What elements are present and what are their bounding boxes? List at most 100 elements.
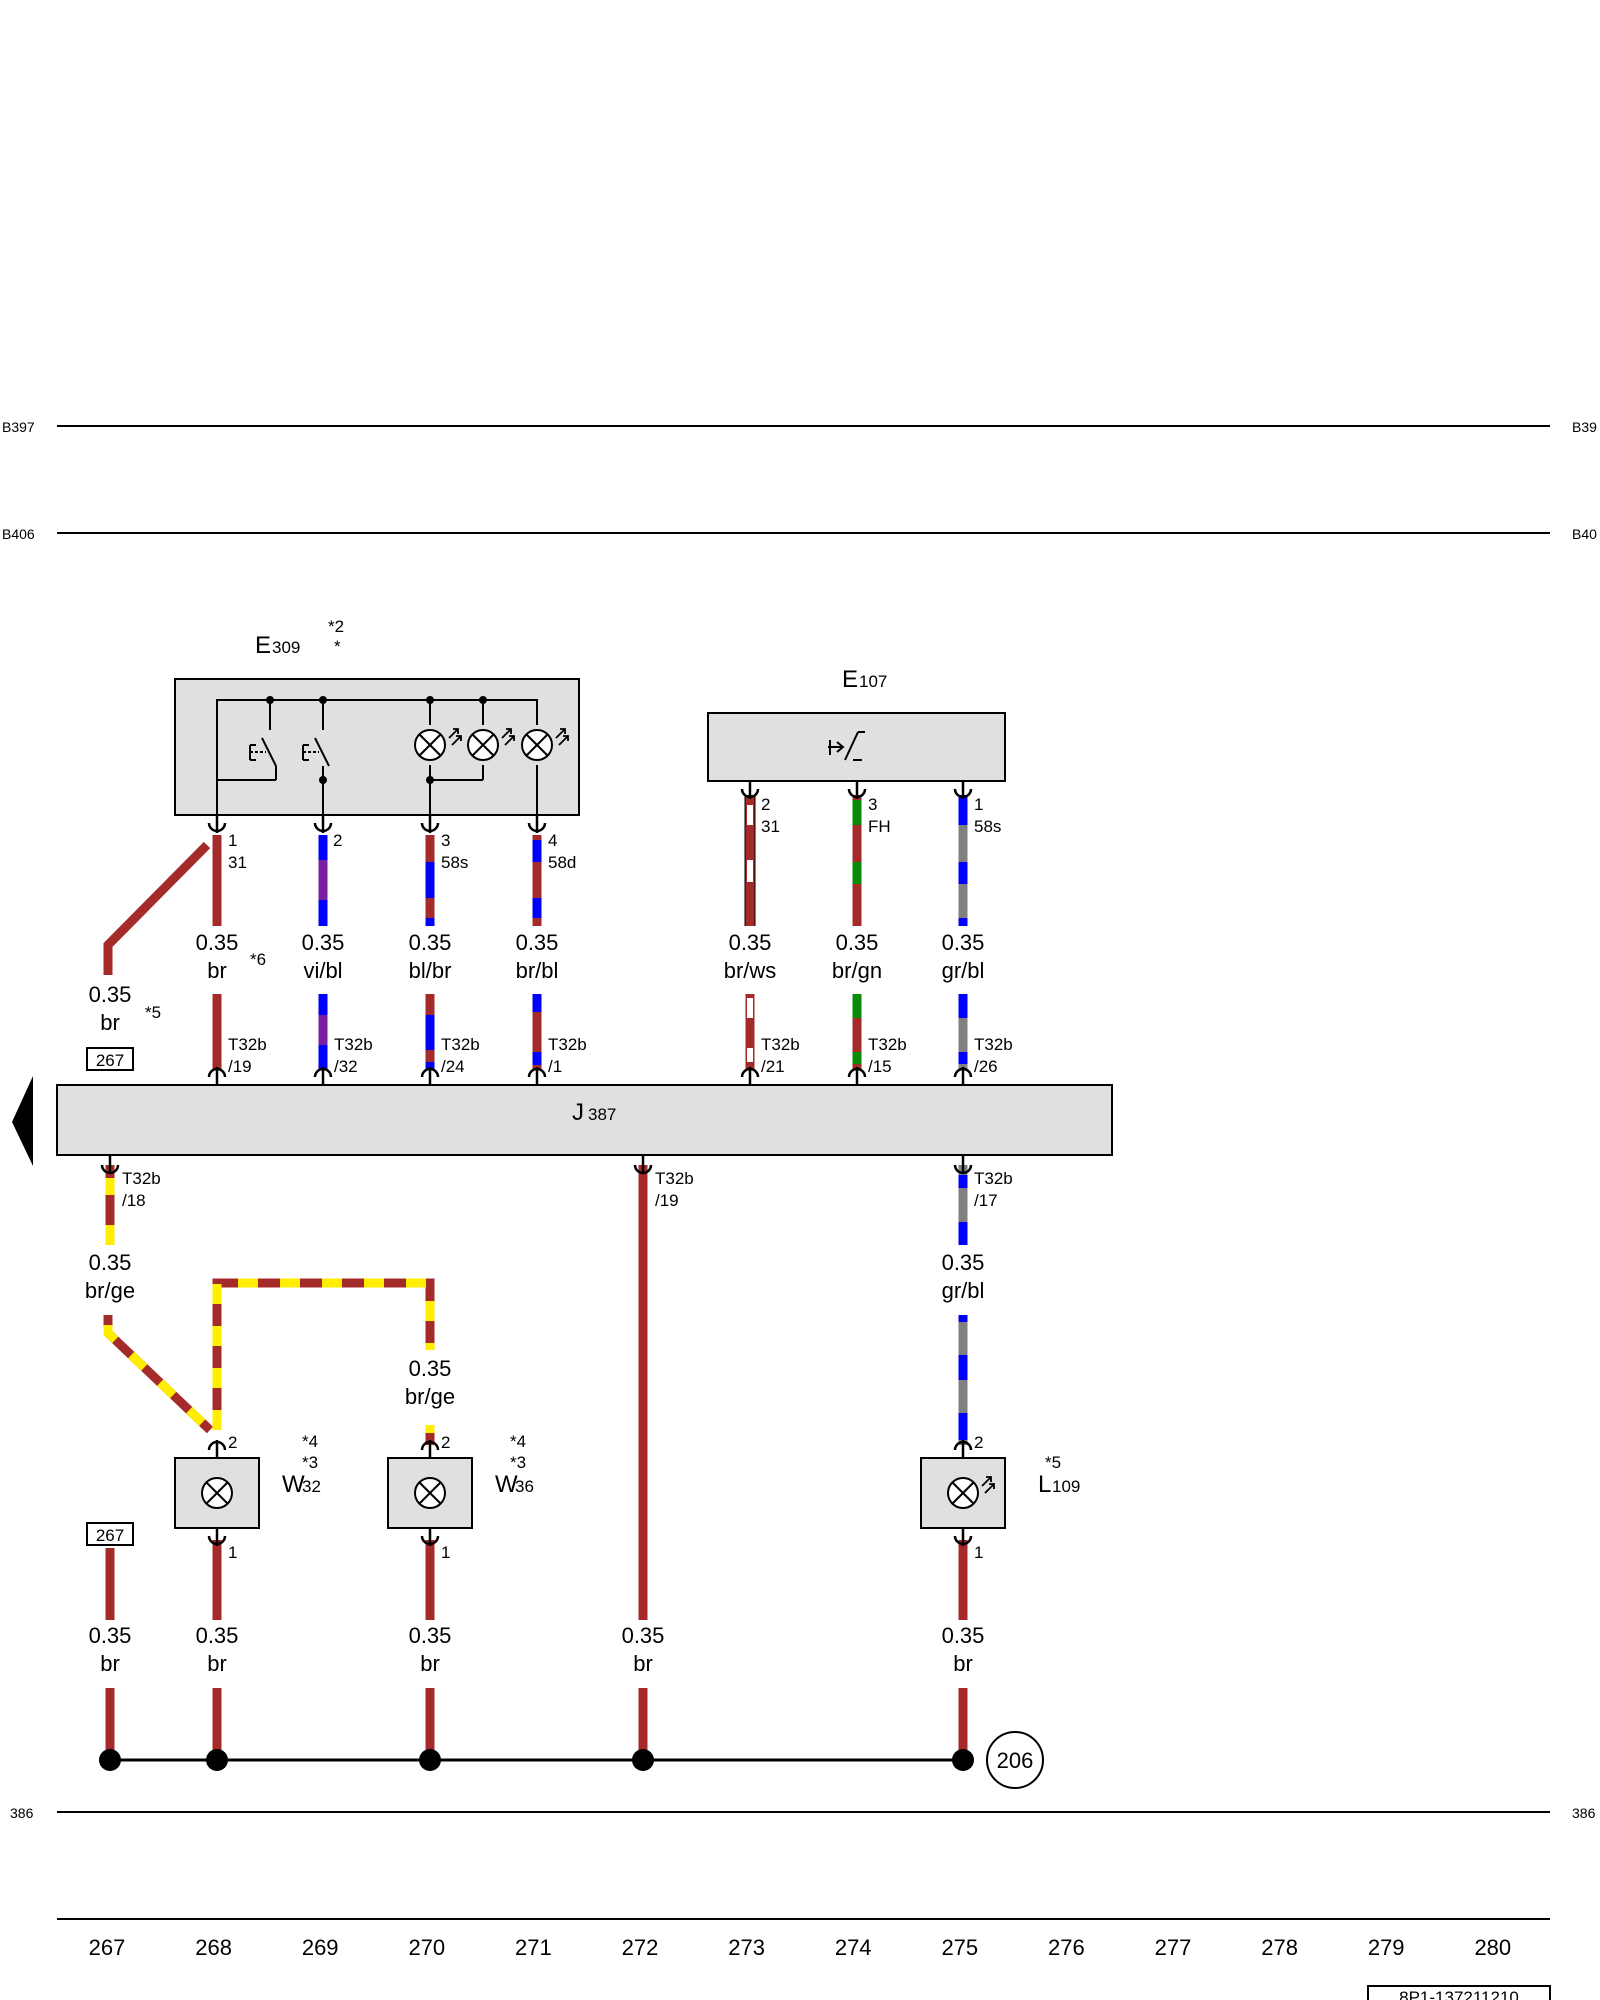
column-number: 277: [1155, 1935, 1192, 1960]
pin-t32b-17-num: /17: [974, 1191, 998, 1210]
pin-t32b-26-num: /26: [974, 1057, 998, 1076]
ground-268-color: br: [207, 1651, 227, 1676]
pin-e309-2: 2: [333, 831, 342, 850]
pin-e107-1: 1: [974, 795, 983, 814]
label-bg: [180, 928, 254, 994]
wire-275-lo-color: gr/bl: [942, 1278, 985, 1303]
column-number: 279: [1368, 1935, 1405, 1960]
column-number: 268: [195, 1935, 232, 1960]
pin-e107-3-name: FH: [868, 817, 891, 836]
label-bg: [72, 976, 146, 1030]
pin-l109-2: 2: [974, 1433, 983, 1452]
wire-267-lo-color: br/ge: [85, 1278, 135, 1303]
pin-e107-2: 2: [761, 795, 770, 814]
lamp-icon: [414, 728, 462, 761]
e309-junction-3: [426, 696, 434, 704]
ref-b397-right: B39: [1572, 419, 1597, 435]
switch-icon: [302, 737, 330, 815]
e309-internal-bus: [216, 699, 538, 815]
wire-275-lo-size: 0.35: [942, 1250, 985, 1275]
ref-b406-right: B40: [1572, 526, 1597, 542]
pin-w36-2: 2: [441, 1433, 450, 1452]
wire-273-color: br/ws: [724, 958, 777, 983]
column-number: 271: [515, 1935, 552, 1960]
wire-267-branch: [103, 841, 211, 975]
ref-box-267-lower[interactable]: [86, 1522, 134, 1546]
ref-box-267-upper[interactable]: [86, 1047, 134, 1071]
heater-switch-icon: [828, 731, 865, 761]
w36-label-sub: 36: [515, 1477, 534, 1496]
lamp-icon: [414, 1477, 446, 1509]
wire-270-lo-color: br/ge: [405, 1384, 455, 1409]
ground-point-circle: [986, 1731, 1044, 1789]
pin-t32b-19-lower: T32b: [655, 1169, 694, 1188]
component-l109: L 109 *5: [920, 1453, 1080, 1529]
pin-e309-4: 4: [548, 831, 557, 850]
wire-269-color: vi/bl: [303, 958, 342, 983]
wire-274-size: 0.35: [836, 930, 879, 955]
column-number: 269: [302, 1935, 339, 1960]
pin-e107-3: 3: [868, 795, 877, 814]
ref-box-267-lower-label: 267: [96, 1526, 124, 1545]
pin-t32b-18: T32b: [122, 1169, 161, 1188]
column-number: 267: [89, 1935, 126, 1960]
lamp-icon: [201, 1477, 233, 1509]
w32-label-sub: 32: [302, 1477, 321, 1496]
pin-t32b-24-num: /24: [441, 1057, 465, 1076]
e309-label-sub: 309: [272, 638, 300, 657]
ground-272-color: br: [633, 1651, 653, 1676]
e309-junction-4: [479, 696, 487, 704]
pin-e309-1-name: 31: [228, 853, 247, 872]
reference-boxes[interactable]: 267 267: [86, 1047, 134, 1546]
reference-lines: B397 B39 B406 B40 386 386: [2, 419, 1597, 1920]
e309-junction-6: [426, 776, 434, 784]
component-e107: E 107: [707, 666, 1006, 782]
j387-box: [56, 1084, 1113, 1156]
pin-t32b-21: T32b: [761, 1035, 800, 1054]
wire-left-size: 0.35: [89, 982, 132, 1007]
pin-e309-3-name: 58s: [441, 853, 468, 872]
ground-272-size: 0.35: [622, 1623, 665, 1648]
column-number: 272: [622, 1935, 659, 1960]
wire-267-lo-size: 0.35: [89, 1250, 132, 1275]
e107-box: [707, 712, 1006, 782]
wire-269-size: 0.35: [302, 930, 345, 955]
lamp-icon: [467, 728, 515, 761]
column-number: 274: [835, 1935, 872, 1960]
pin-e309-1: 1: [228, 831, 237, 850]
pin-t32b-32: T32b: [334, 1035, 373, 1054]
e107-label-main: E: [842, 666, 858, 693]
wire-left-color: br: [100, 1010, 120, 1035]
doc-id-frame: [1367, 1985, 1551, 2000]
e107-label-sub: 107: [859, 672, 887, 691]
column-number: 275: [941, 1935, 978, 1960]
switch-icon: [217, 737, 277, 781]
pin-e107-2-name: 31: [761, 817, 780, 836]
label-bg: [608, 1622, 678, 1686]
wire-270-size: 0.35: [409, 930, 452, 955]
ground-275-size: 0.35: [942, 1623, 985, 1648]
ground-node-267: [99, 1749, 121, 1771]
connector-sockets: [100, 781, 973, 1546]
w32-note-2: *3: [302, 1453, 318, 1472]
pin-l109-1: 1: [974, 1543, 983, 1562]
pin-e107-1-name: 58s: [974, 817, 1001, 836]
ground-268-size: 0.35: [196, 1623, 239, 1648]
pin-t32b-26: T32b: [974, 1035, 1013, 1054]
w36-box: [387, 1457, 473, 1529]
component-w36: W 36 *4 *3: [387, 1432, 534, 1529]
wire-w32-w36-jumper-stripe: [212, 1278, 435, 1430]
wire-271-size: 0.35: [516, 930, 559, 955]
j387-label-main: J: [572, 1099, 584, 1126]
l109-note-1: *5: [1045, 1453, 1061, 1472]
pin-w32-1: 1: [228, 1543, 237, 1562]
w32-label-main: W: [282, 1471, 305, 1498]
ref-box-267-upper-label: 267: [96, 1051, 124, 1070]
pin-t32b-21-num: /21: [761, 1057, 785, 1076]
component-e309: E 309 *2 *: [174, 617, 580, 816]
e309-box: [174, 678, 580, 816]
e309-note-2: *: [334, 637, 341, 656]
pin-t32b-18-num: /18: [122, 1191, 146, 1210]
